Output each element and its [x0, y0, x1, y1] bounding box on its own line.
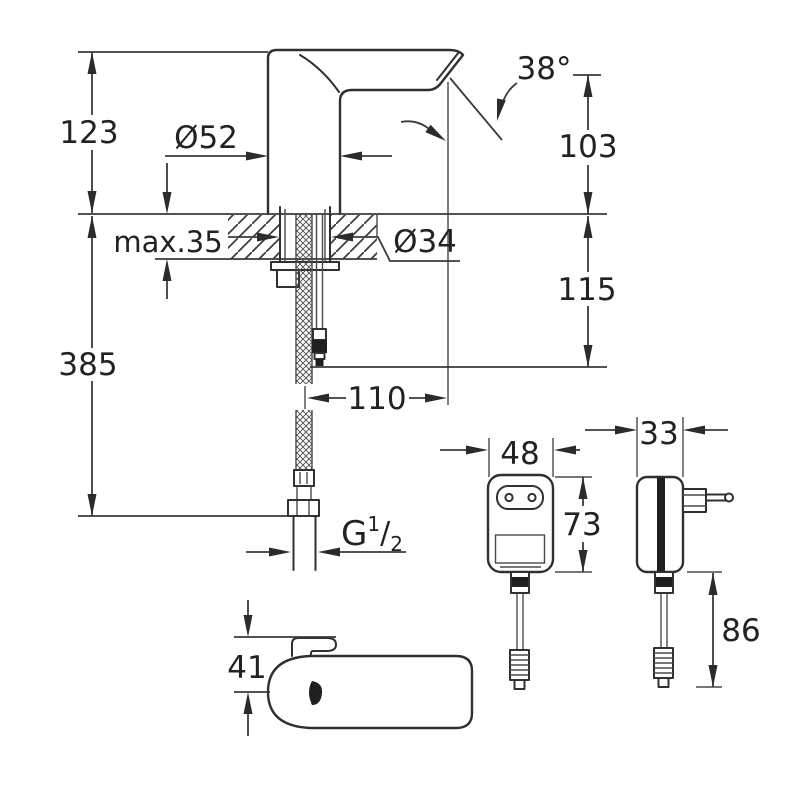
dim-86: 86 — [687, 571, 761, 688]
dim-115: 115 — [310, 216, 617, 368]
adapter-label-area — [494, 534, 546, 564]
sensor-direction-curve — [400, 120, 430, 130]
hose-hex-nut-facets — [296, 501, 310, 515]
dim-123: 123 — [59, 51, 268, 213]
front-cable-stub-band — [512, 577, 528, 587]
dim-g12-label: G1/2 — [341, 512, 403, 556]
plug-base-lines — [683, 494, 706, 507]
socket-pin-hole-left — [504, 492, 514, 503]
dim-33-ext-lines — [636, 417, 684, 477]
g12-base: G — [341, 514, 367, 554]
shank-and-hose — [270, 206, 340, 571]
front-cable-lines — [516, 593, 524, 650]
cable-plug-body — [312, 328, 327, 341]
hose-ferrule — [293, 469, 315, 487]
dim-max35: max.35 — [113, 163, 223, 299]
dim-o52-label: Ø52 — [174, 120, 238, 156]
dim-73-label: 73 — [562, 507, 601, 543]
cable-plug-neck — [313, 352, 326, 360]
side-jack-tip — [657, 677, 670, 688]
adapter-front-view: 48 73 — [440, 436, 602, 690]
dim-o52: Ø52 — [165, 120, 392, 161]
g12-slash: / — [380, 516, 391, 551]
side-cable-stub-band — [656, 577, 672, 587]
g12-sub: 2 — [390, 532, 403, 556]
thread-tube-g12 — [292, 515, 317, 571]
dim-33-label: 33 — [639, 416, 678, 452]
hose-hex-nut — [287, 499, 320, 517]
faucet-inner-contour — [299, 54, 340, 93]
dim-38-label: 38° — [517, 51, 572, 87]
g12-sup: 1 — [367, 512, 380, 536]
dim-110-label: 110 — [347, 381, 406, 417]
faucet-front-view: 41 — [227, 600, 474, 736]
spout-aerator-face — [436, 51, 460, 81]
dim-103-label: 103 — [558, 129, 617, 165]
dim-48-label: 48 — [500, 436, 539, 472]
dim-38deg: 38° — [497, 51, 601, 121]
dim-g12: G1/2 — [246, 512, 406, 557]
spray-angle-line — [449, 77, 503, 141]
dim-48-ext-lines — [488, 438, 554, 477]
plug-pin-tip — [724, 492, 734, 503]
dim-385-label: 385 — [58, 347, 117, 383]
dim-max35-label: max.35 — [113, 225, 222, 259]
hose-ferrule-lines — [299, 472, 308, 484]
adapter-front-body — [486, 473, 555, 574]
dim-73-ext-lines — [555, 476, 592, 573]
sensor-cable-lines — [315, 214, 324, 329]
dim-o34-leader — [353, 236, 460, 262]
adapter-side-view: 33 86 — [585, 416, 761, 688]
faucet-body-outline — [266, 48, 465, 216]
hose-neck-lines — [296, 486, 312, 500]
cable-plug-tip — [315, 359, 324, 366]
side-cable-lines — [660, 593, 668, 648]
dim-123-label: 123 — [59, 115, 118, 151]
sensor-window — [309, 681, 323, 705]
dim-86-ext-lines — [687, 571, 722, 688]
dim-73: 73 — [555, 476, 602, 573]
adapter-side-stripe — [657, 478, 665, 571]
dim-385: 385 — [58, 216, 292, 517]
braided-hose-upper-edges — [295, 213, 313, 384]
dim-103: 103 — [558, 75, 618, 214]
front-jack-ribs — [510, 654, 529, 676]
dim-110: 110 — [307, 381, 447, 417]
cable-plug-band — [312, 340, 327, 353]
dim-o34: Ø34 — [228, 224, 460, 262]
front-view-body — [266, 654, 474, 730]
front-view-spout-tab — [291, 637, 337, 657]
sensor-direction-arrowhead — [425, 124, 446, 141]
dim-o34-label: Ø34 — [393, 224, 457, 260]
dim-48: 48 — [440, 436, 580, 477]
braided-hose-upper — [296, 213, 312, 384]
dim-33: 33 — [585, 416, 728, 477]
faucet-side-view — [266, 48, 503, 405]
socket-pin-hole-right — [527, 492, 537, 503]
dim-41-label: 41 — [227, 650, 266, 686]
side-jack-ribs — [654, 652, 673, 674]
adapter-socket-recess — [496, 485, 544, 510]
dim-41: 41 — [227, 600, 336, 736]
braided-hose-lower-edges — [295, 410, 313, 470]
plug-base — [682, 488, 707, 513]
front-jack-tip — [513, 679, 526, 690]
braided-hose-lower — [296, 410, 312, 470]
dim-115-label: 115 — [557, 272, 616, 308]
plug-pin — [705, 493, 727, 502]
dim-86-label: 86 — [721, 613, 760, 649]
